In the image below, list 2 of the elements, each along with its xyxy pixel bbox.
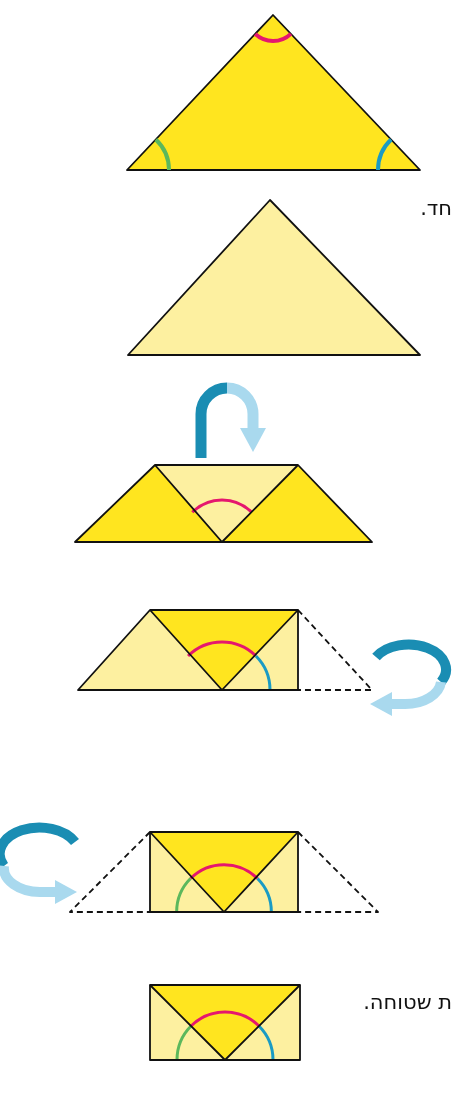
note-text: חד. bbox=[420, 196, 452, 220]
note-text: ת שטוחה. bbox=[363, 990, 452, 1014]
